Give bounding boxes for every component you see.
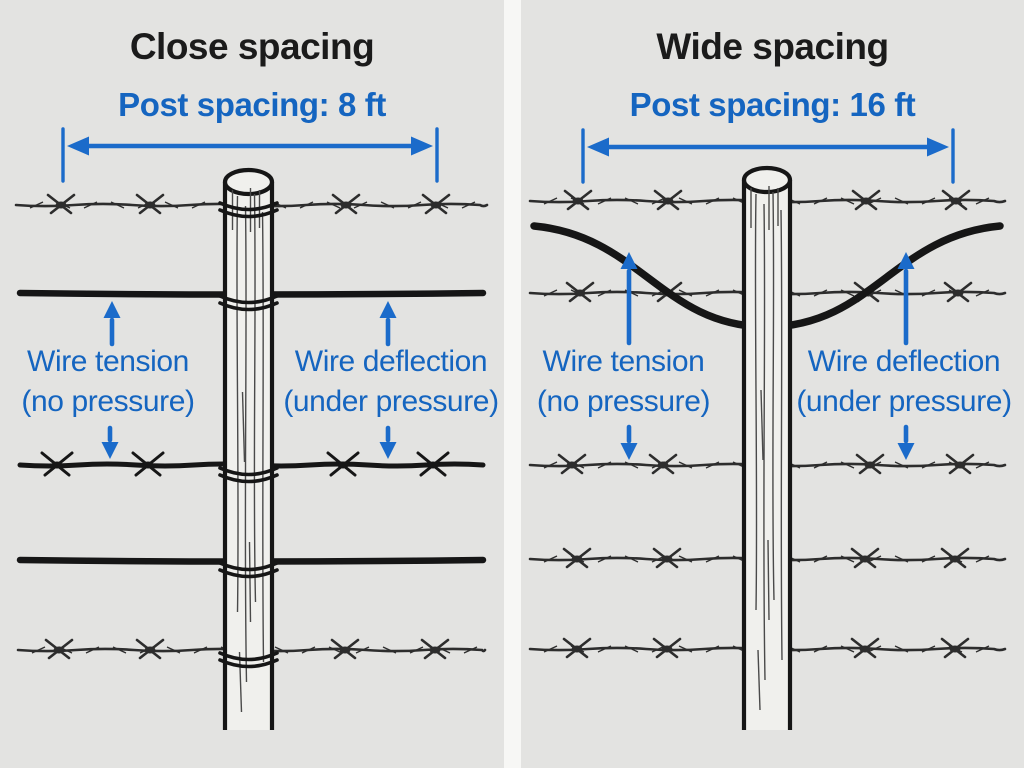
wide-wire-tension-label: Wire tension (no pressure)	[521, 342, 726, 422]
wire-tension-line1: Wire tension	[27, 345, 189, 378]
wire-deflection-line2: (under pressure)	[283, 385, 499, 418]
wire-deflection-line1: Wire deflection	[807, 345, 1001, 378]
close-spacing-title: Close spacing	[129, 26, 375, 67]
wire-deflection-line2: (under pressure)	[796, 385, 1012, 418]
wire-tension-line1: Wire tension	[542, 345, 705, 378]
wide-post-spacing-value: Post spacing: 16 ft	[629, 86, 916, 123]
wire-tension-line2: (no pressure)	[21, 385, 195, 418]
wide-spacing-title: Wide spacing	[656, 26, 889, 67]
close-post-spacing-value: Post spacing: 8 ft	[118, 86, 386, 123]
close-wire-deflection-label: Wire deflection (under pressure)	[280, 342, 502, 422]
wide-wire-deflection-label: Wire deflection (under pressure)	[793, 342, 1015, 422]
close-wire-tension-label: Wire tension (no pressure)	[8, 342, 208, 422]
wire-deflection-line1: Wire deflection	[294, 345, 488, 378]
wire-tension-line2: (no pressure)	[536, 385, 711, 418]
